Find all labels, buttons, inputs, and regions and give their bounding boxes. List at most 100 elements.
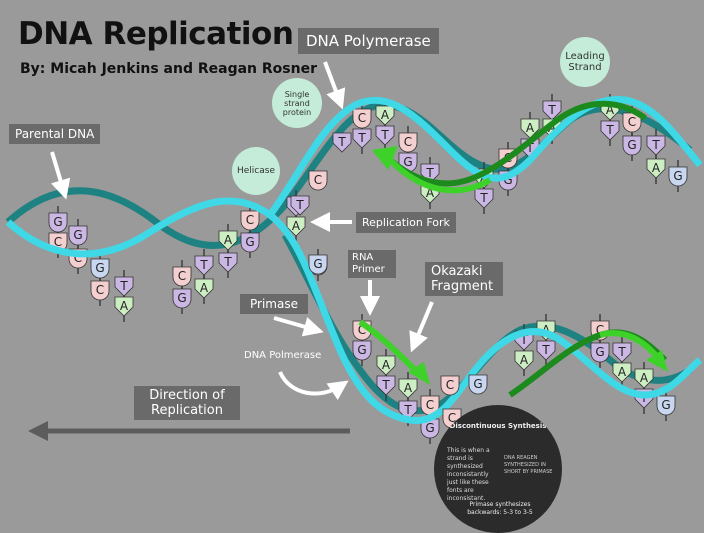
base-letter: A — [520, 353, 529, 367]
base-c: C — [90, 280, 110, 301]
base-c: C — [622, 112, 642, 133]
base-letter: G — [313, 257, 322, 271]
free-nucleotide-g: G — [468, 374, 488, 395]
base-g: G — [352, 340, 372, 361]
lagging-strand-green — [599, 330, 661, 360]
base-c: C — [172, 266, 192, 287]
base-a: A — [375, 105, 395, 126]
free-nucleotide-c: C — [308, 170, 328, 191]
base-t: T — [114, 276, 134, 297]
base-a: A — [218, 230, 238, 251]
discontinuous-synthesis-disc: Discontinuous Synthesis This is when a s… — [434, 405, 562, 533]
disc-title: Discontinuous Synthesis — [449, 422, 547, 430]
base-shape — [194, 278, 214, 299]
parental-strand-cyan — [5, 197, 703, 424]
base-a: A — [612, 362, 632, 383]
base-letter: T — [541, 343, 550, 357]
base-letter: G — [403, 155, 412, 169]
base-letter: A — [606, 103, 615, 117]
base-letter: A — [618, 365, 627, 379]
base-shape — [440, 375, 460, 396]
leading-strand-green — [387, 157, 492, 194]
label-replication-fork: Replication Fork — [356, 212, 456, 233]
base-letter: A — [382, 358, 391, 372]
base-letter: C — [314, 173, 322, 187]
base-shape — [398, 378, 418, 399]
base-c: C — [352, 108, 372, 129]
label-direction: Direction of Replication — [134, 386, 240, 420]
base-shape — [240, 232, 260, 253]
base-shape — [668, 166, 688, 187]
label-dna-polymerase-top: DNA Polymerase — [298, 28, 439, 54]
base-shape — [376, 375, 396, 396]
base-letter: A — [526, 121, 535, 135]
base-letter: G — [425, 421, 434, 435]
base-shape — [656, 395, 676, 416]
base-shape — [114, 296, 134, 317]
base-letter: T — [547, 103, 556, 117]
base-letter: C — [246, 213, 254, 227]
base-shape — [622, 135, 642, 156]
base-letter: C — [426, 398, 434, 412]
base-letter: G — [73, 228, 82, 242]
base-shape — [542, 100, 562, 121]
base-a: A — [194, 278, 214, 299]
base-letter: C — [628, 115, 636, 129]
base-shape — [172, 288, 192, 309]
free-nucleotide-c: C — [440, 375, 460, 396]
base-letter: T — [651, 138, 660, 152]
parental-strand-teal — [5, 101, 693, 249]
base-shape — [646, 135, 666, 156]
base-shape — [90, 280, 110, 301]
base-letter: T — [380, 128, 389, 142]
base-letter: G — [357, 343, 366, 357]
base-t: T — [194, 255, 214, 276]
base-shape — [420, 418, 440, 439]
bubble-helicase: Helicase — [232, 147, 280, 195]
base-letter: C — [74, 251, 82, 265]
base-shape — [375, 125, 395, 146]
disc-footer: Primase synthesizes backwards: 5-3 to 3-… — [467, 501, 533, 516]
base-t: T — [612, 342, 632, 363]
base-shape — [90, 258, 110, 279]
base-letter: A — [200, 281, 209, 295]
base-t: T — [218, 252, 238, 273]
base-letter: G — [661, 398, 670, 412]
okazaki-arrowhead — [408, 362, 430, 385]
base-shape — [194, 255, 214, 276]
base-letter: T — [119, 279, 128, 293]
base-letter: T — [403, 403, 412, 417]
base-letter: T — [381, 378, 390, 392]
base-letter: T — [337, 135, 346, 149]
base-shape — [352, 108, 372, 129]
base-shape — [600, 120, 620, 141]
base-letter: T — [295, 198, 304, 212]
page-title: DNA Replication — [18, 16, 294, 52]
primase-arrow — [273, 316, 324, 337]
base-shape — [398, 132, 418, 153]
base-g: G — [68, 225, 88, 246]
base-letter: A — [292, 219, 301, 233]
base-g: G — [622, 135, 642, 156]
base-letter: C — [358, 323, 366, 337]
base-shape — [590, 342, 610, 363]
dna-polymerase-bottom-arrow — [278, 371, 349, 401]
base-letter: C — [404, 135, 412, 149]
base-shape — [646, 158, 666, 179]
base-shape — [286, 216, 306, 237]
base-shape — [48, 212, 68, 233]
base-shape — [536, 340, 556, 361]
base-shape — [290, 195, 310, 216]
base-letter: A — [652, 161, 661, 175]
free-nucleotide-g: G — [308, 254, 328, 275]
disc-body: This is when a strand is synthesized inc… — [447, 447, 490, 502]
base-shape — [634, 368, 654, 389]
base-shape — [68, 225, 88, 246]
base-letter: G — [53, 215, 62, 229]
base-letter: G — [673, 169, 682, 183]
base-t: T — [536, 340, 556, 361]
base-letter: C — [178, 269, 186, 283]
dna-polymerase-arrow — [323, 61, 346, 110]
base-letter: C — [448, 411, 456, 425]
